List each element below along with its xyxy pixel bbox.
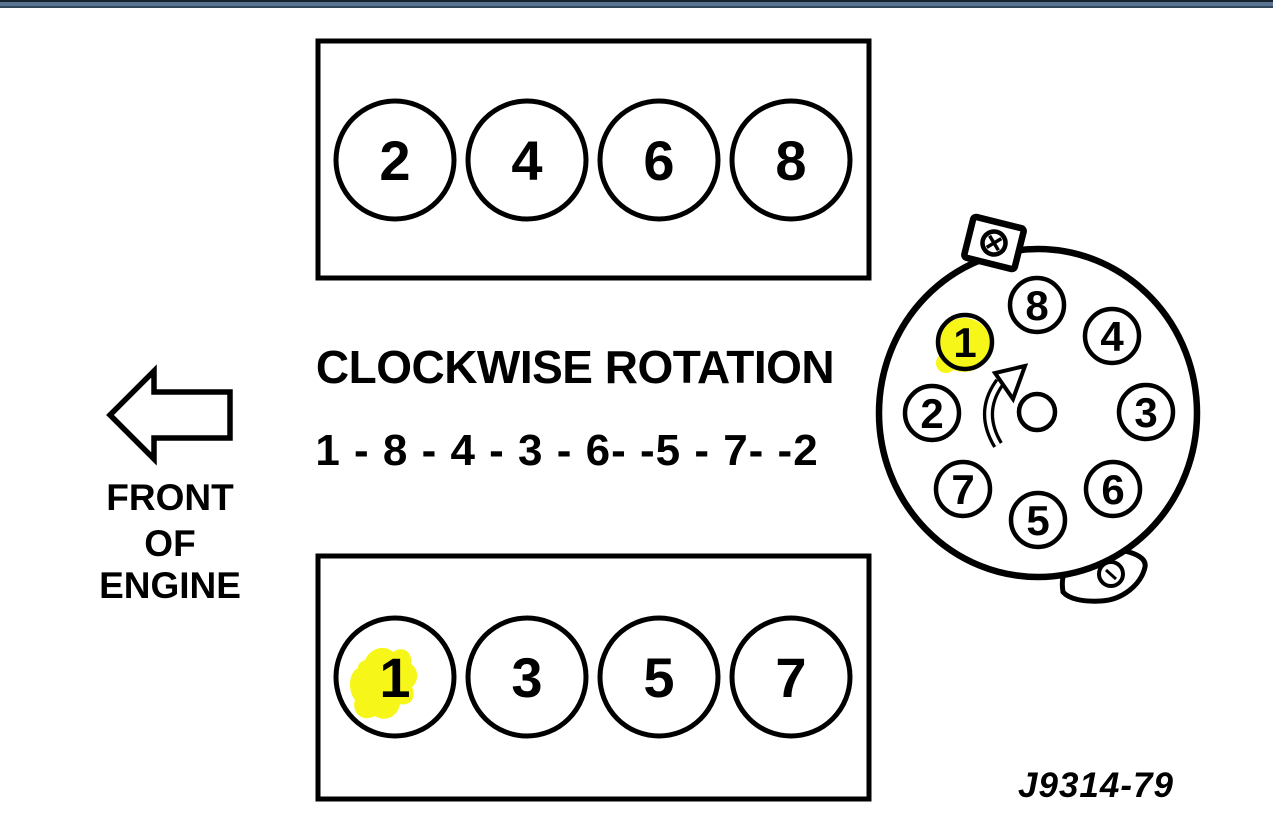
cylinder-circle-1 [333, 615, 457, 739]
window-top-edge [0, 0, 1273, 8]
rotation-title: CLOCKWISE ROTATION [316, 341, 834, 393]
screw-slot [1104, 568, 1118, 581]
top-cylinder-bank: 2 4 6 8 [315, 38, 872, 281]
terminal-circle-3 [1116, 382, 1176, 442]
terminal-number: 5 [1026, 497, 1049, 544]
front-of-engine-indicator: FRONT OF ENGINE [99, 364, 241, 606]
cylinder-circle-7 [729, 615, 853, 739]
cylinder-number: 2 [379, 129, 410, 192]
cylinder-number: 7 [775, 646, 806, 709]
terminal-number-highlighted: 1 [953, 319, 976, 366]
terminal-number: 3 [1134, 389, 1157, 436]
terminal-number: 7 [951, 466, 974, 513]
mounting-tab [961, 213, 1027, 273]
terminal-number: 6 [1101, 466, 1124, 513]
clockwise-rotation-arrow-icon [983, 363, 1029, 448]
cylinder-circle-2 [333, 98, 457, 222]
cylinder-circle-8 [729, 98, 853, 222]
cylinder-circle-4 [465, 98, 589, 222]
bottom-cylinder-bank: 1 3 5 7 [315, 553, 872, 802]
terminal-circle-2 [902, 383, 962, 443]
cylinder-number: 5 [643, 646, 674, 709]
cylinder-1-highlight [349, 647, 418, 719]
figure-number: J9314-79 [1018, 766, 1174, 805]
front-label-line: OF [144, 523, 195, 564]
distributor-cap: 8 4 3 6 5 7 2 1 [875, 213, 1201, 604]
terminal-number: 8 [1025, 282, 1048, 329]
front-of-engine-arrow-icon [106, 364, 233, 466]
terminal-number: 4 [1100, 313, 1124, 360]
front-label-line: ENGINE [99, 565, 241, 606]
terminal-circle-6 [1083, 459, 1143, 519]
cylinder-number: 8 [775, 129, 806, 192]
cylinder-circle-3 [465, 615, 589, 739]
terminal-number: 2 [920, 390, 943, 437]
front-label-line: FRONT [106, 477, 234, 518]
firing-order-text: 1 - 8 - 4 - 3 - 6- -5 - 7- -2 [315, 426, 818, 475]
cylinder-number: 3 [511, 646, 542, 709]
cylinder-circle-6 [597, 98, 721, 222]
cylinder-number: 6 [643, 129, 674, 192]
terminal-circle-1 [935, 312, 995, 372]
cylinder-number: 4 [511, 129, 542, 192]
rotor-center-circle [1016, 391, 1058, 433]
terminal-circle-5 [1008, 490, 1068, 550]
terminal-circle-4 [1082, 306, 1142, 366]
terminal-circle-8 [1007, 275, 1067, 335]
cylinder-circle-5 [597, 615, 721, 739]
cylinder-number-highlighted: 1 [379, 646, 410, 709]
terminal-circle-7 [933, 459, 993, 519]
